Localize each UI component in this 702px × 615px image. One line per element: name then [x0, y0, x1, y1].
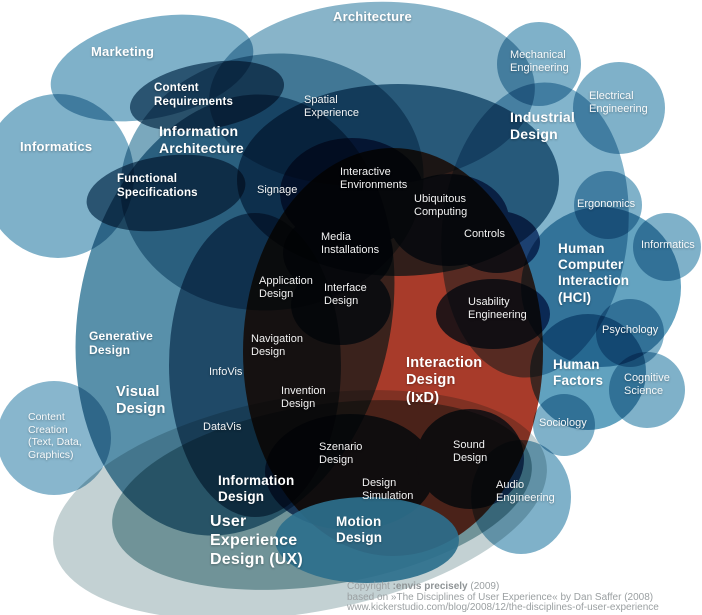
bubble-psychology	[596, 299, 664, 367]
bubble-motion-design	[275, 497, 459, 583]
dark-blob-group	[265, 138, 550, 530]
copyright-line-2: based on »The Disciplines of User Experi…	[347, 591, 654, 603]
bubble-sociology	[533, 394, 595, 456]
accent-blob-group	[86, 60, 285, 232]
bubble-audio-engineering	[471, 440, 571, 554]
bubble-content-requirements-accent	[129, 60, 285, 132]
copyright-line-1: Copyright :envis precisely (2009)	[347, 581, 500, 592]
studio-name: :envis precisely	[392, 581, 468, 592]
bubble-interface-design-blob	[291, 265, 391, 345]
copyright-line-3: www.kickerstudio.com/blog/2008/12/the-di…	[347, 602, 659, 614]
bubble-controls-blob	[454, 211, 540, 273]
bubble-functional-specifications-accent	[86, 154, 246, 232]
bubble-ergonomics	[574, 171, 642, 239]
bubble-informatics-right	[633, 213, 701, 281]
bubble-cognitive-science	[609, 352, 685, 428]
bubble-usability-engineering-blob	[436, 279, 550, 349]
bubble-mechanical-engineering	[497, 22, 581, 106]
bubble-electrical-engineering	[573, 62, 665, 154]
copyright-footer: Copyright :envis precisely (2009) based …	[347, 581, 659, 614]
